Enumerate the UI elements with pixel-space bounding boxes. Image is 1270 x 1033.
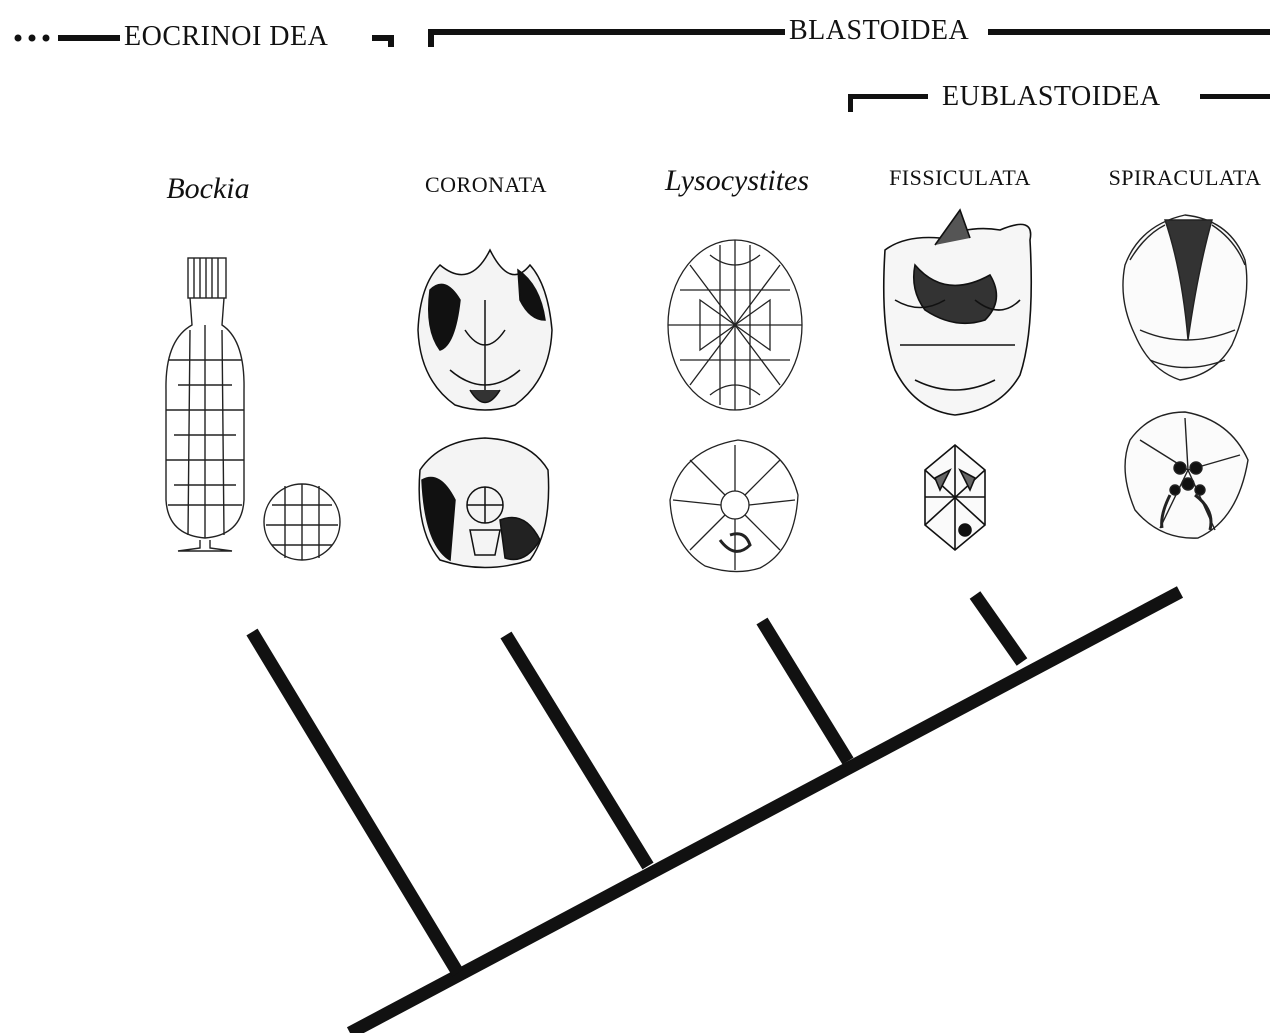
branch-fissiculata [975, 595, 1022, 662]
cladogram-tree [252, 592, 1180, 1033]
main-axis [350, 592, 1180, 1033]
eocrinoidea-label: EOCRINOI DEA [124, 23, 328, 51]
spiraculata-illustration [1123, 215, 1248, 538]
fissiculata-illustration [884, 210, 1032, 550]
branch-bockia [252, 632, 458, 973]
blastoidea-label: BLASTOIDEA [787, 17, 971, 45]
taxon-label-coronata: CORONATA [425, 174, 547, 196]
taxon-label-spiraculata: SPIRACULATA [1109, 167, 1262, 189]
bockia-illustration [166, 258, 340, 560]
branch-lysocystites [762, 621, 848, 761]
coronata-illustration [418, 250, 552, 568]
taxon-label-bockia: Bockia [166, 174, 249, 204]
taxon-label-fissiculata: FISSICULATA [889, 167, 1031, 189]
lysocystites-illustration [668, 240, 802, 572]
branch-coronata [506, 635, 648, 866]
eublastoidea-label: EUBLASTOIDEA [938, 83, 1165, 111]
taxon-label-lysocystites: Lysocystites [665, 166, 809, 196]
